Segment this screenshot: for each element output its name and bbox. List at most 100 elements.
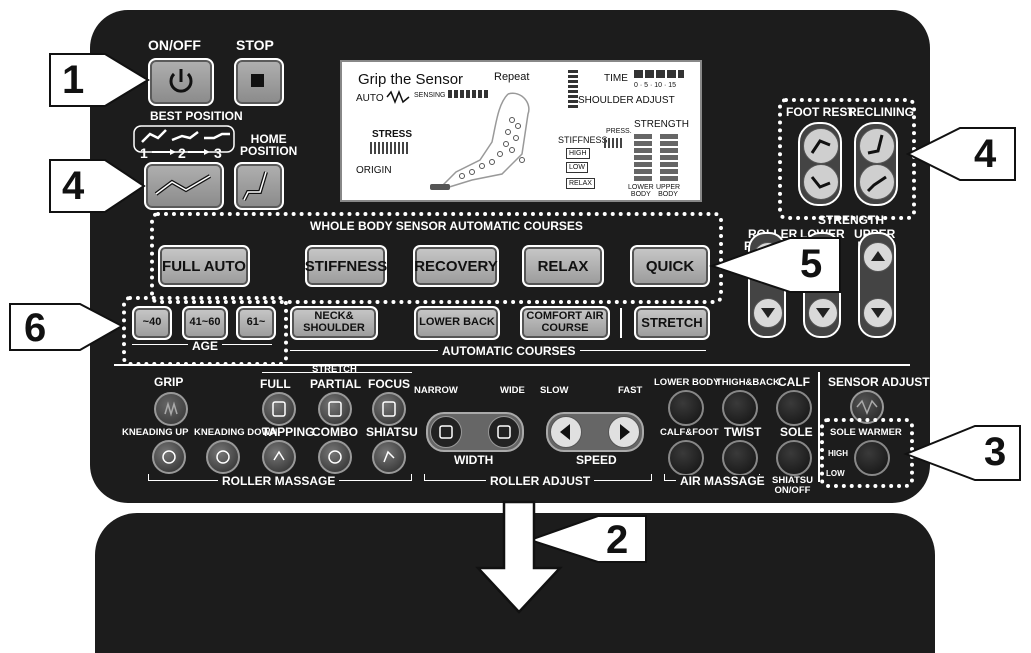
air-lower-body-button[interactable] [668, 390, 704, 426]
stretch-body-icon [382, 401, 396, 417]
sensor-wave-icon [856, 399, 878, 415]
course-recovery-button[interactable]: RECOVERY [413, 245, 499, 287]
callout-5-shape [708, 237, 841, 293]
air-sole-button[interactable] [776, 440, 812, 476]
whole-body-courses-group [150, 212, 723, 304]
down-arrow-icon [475, 500, 563, 614]
arrow-down-icon [871, 308, 885, 318]
best-position-button[interactable] [144, 162, 224, 210]
course-stiffness-button[interactable]: STIFFNESS [305, 245, 387, 287]
on-off-button[interactable] [148, 58, 214, 106]
age-title: AGE [188, 340, 223, 352]
speed-slow-button[interactable] [550, 416, 582, 448]
upper-body-strength-down-button[interactable] [863, 298, 893, 328]
foot-rest-up-button[interactable] [803, 128, 839, 164]
press-bar [604, 138, 622, 148]
stretch-full-label: FULL [260, 377, 291, 391]
air-calf-button[interactable] [776, 390, 812, 426]
reclining-label: RECLINING [848, 105, 914, 119]
callout-5: 5 [800, 242, 823, 286]
age-40-button[interactable]: ~40 [132, 306, 172, 340]
upper-body-strength-rocker [858, 232, 896, 338]
sole-warmer-high-label: HIGH [828, 449, 848, 458]
recline-up-button[interactable] [859, 128, 895, 164]
kneading-up-label: KNEADING UP [122, 427, 189, 438]
tapping-icon [273, 450, 285, 461]
tapping-button[interactable] [262, 440, 296, 474]
sensing-bar [448, 90, 488, 98]
shiatsu-on-off-label: SHIATSU ON/OFF [772, 475, 813, 496]
recline-up-icon [867, 134, 884, 155]
upper-body-strength-up-button[interactable] [863, 242, 893, 272]
foot-rest-down-button[interactable] [803, 164, 839, 200]
air-massage-title: AIR MASSAGE [676, 475, 769, 487]
shiatsu-button[interactable] [372, 440, 406, 474]
body-silhouette [430, 92, 530, 190]
kneading-down-button[interactable] [206, 440, 240, 474]
lower-body-strength-down-button[interactable] [808, 298, 838, 328]
course-comfort-air-button[interactable]: COMFORT AIR COURSE [520, 306, 610, 340]
reclining-rocker [854, 122, 898, 206]
callout-2-shape [526, 515, 647, 563]
speed-fast-button[interactable] [608, 416, 640, 448]
width-narrow-button[interactable] [430, 416, 462, 448]
sole-warmer-low-label: LOW [826, 469, 845, 478]
lcd-strength: STRENGTH [634, 119, 689, 130]
air-calf-foot-button[interactable] [668, 440, 704, 476]
age-41-60-button[interactable]: 41~60 [182, 306, 228, 340]
combo-button[interactable] [318, 440, 352, 474]
stretch-button[interactable]: STRETCH [634, 306, 710, 340]
roller-position-down-button[interactable] [753, 298, 783, 328]
stretch-partial-button[interactable] [318, 392, 352, 426]
lcd-time: TIME [604, 73, 628, 84]
lcd-press: PRESS. [606, 128, 632, 135]
sole-warmer-button[interactable] [854, 440, 890, 476]
callout-3-shape [903, 425, 1021, 481]
air-sole-label: SOLE [780, 425, 813, 439]
kneading-up-button[interactable] [152, 440, 186, 474]
callout-4-left-shape [49, 159, 146, 213]
course-full-auto-button[interactable]: FULL AUTO [158, 245, 250, 287]
recline-down-button[interactable] [859, 164, 895, 200]
stretch-partial-label: PARTIAL [310, 377, 362, 391]
age-61-button[interactable]: 61~ [236, 306, 276, 340]
stretch-full-button[interactable] [262, 392, 296, 426]
lcd-sensing: SENSING [414, 92, 446, 99]
best-step-1: 1 [140, 145, 148, 161]
course-quick-button[interactable]: QUICK [630, 245, 710, 287]
width-rocker [426, 412, 524, 452]
strength-label: STRENGTH [818, 213, 884, 227]
power-icon [169, 69, 193, 93]
course-neck-shoulder-button[interactable]: NECK& SHOULDER [290, 306, 378, 340]
callout-4-right-shape [905, 127, 1016, 181]
lcd-lower-body: LOWER BODY [628, 184, 654, 198]
automatic-courses-title: AUTOMATIC COURSES [438, 345, 580, 357]
wide-label: WIDE [500, 385, 525, 396]
lcd-repeat: Repeat [494, 71, 530, 83]
best-position-indicator [133, 125, 235, 155]
lcd-stiffness: STIFFNESS [558, 135, 608, 145]
foot-recline-group [778, 98, 916, 220]
best-step-3: 3 [214, 145, 222, 161]
shiatsu-label: SHIATSU [366, 425, 418, 439]
air-twist-button[interactable] [722, 440, 758, 476]
stretch-focus-button[interactable] [372, 392, 406, 426]
air-thigh-back-button[interactable] [722, 390, 758, 426]
strength-upper-bar [660, 134, 678, 182]
stop-label: STOP [236, 37, 274, 53]
foot-rest-rocker [798, 122, 842, 206]
stretch-body-icon [272, 401, 286, 417]
grip-button[interactable] [154, 392, 188, 426]
leg-down-icon [810, 176, 831, 189]
home-position-button[interactable] [234, 162, 284, 210]
width-label: WIDTH [454, 453, 494, 467]
width-wide-button[interactable] [488, 416, 520, 448]
course-relax-button[interactable]: RELAX [522, 245, 604, 287]
combo-label: COMBO [312, 425, 358, 439]
stop-button[interactable] [234, 58, 284, 106]
course-lower-back-button[interactable]: LOWER BACK [414, 306, 500, 340]
air-twist-label: TWIST [724, 425, 762, 439]
lcd-level-relax: RELAX [566, 178, 595, 189]
shoulder-adjust-bar [568, 70, 578, 110]
leg-up-icon [810, 139, 831, 154]
